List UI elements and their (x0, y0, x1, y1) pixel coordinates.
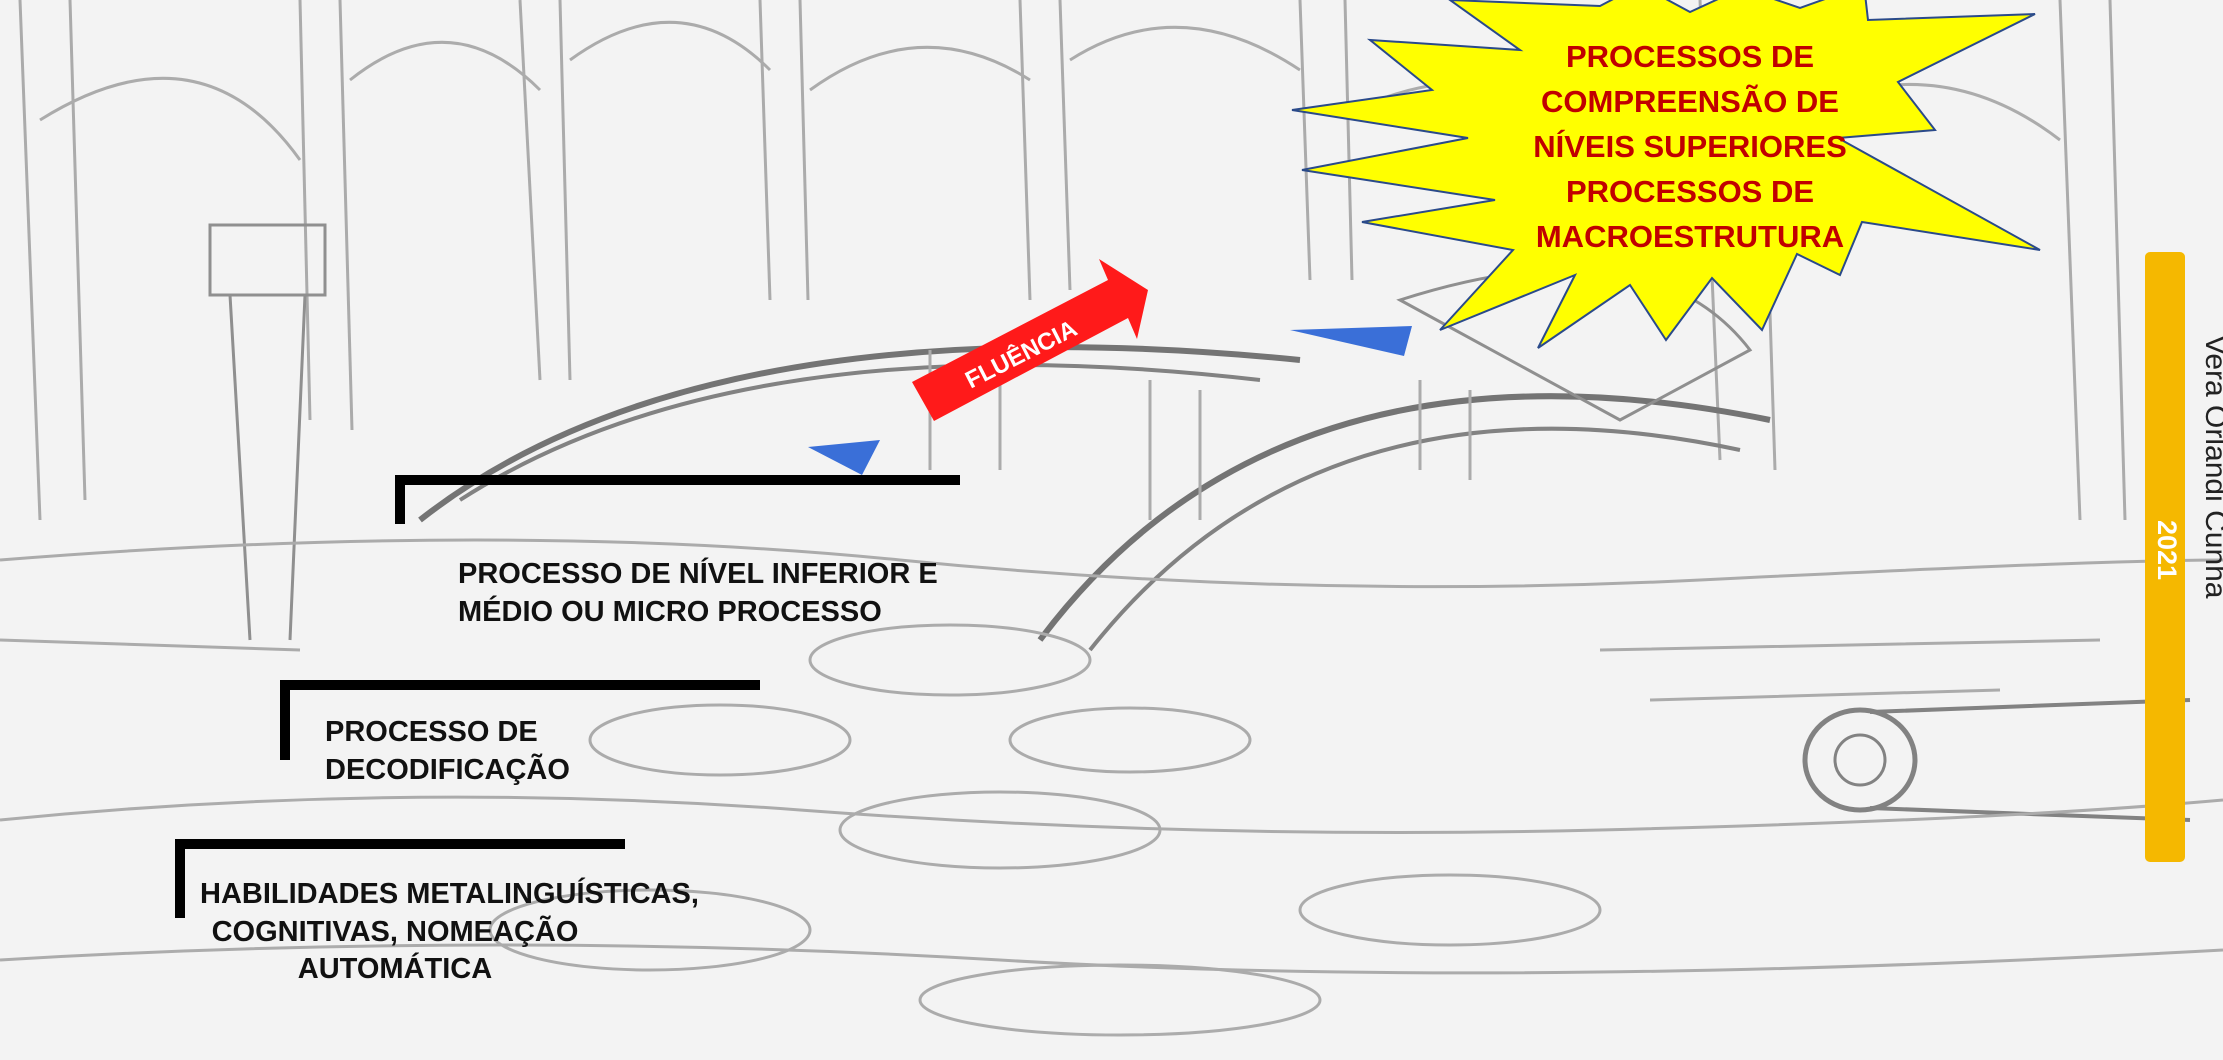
step-2-label: PROCESSO DE DECODIFICAÇÃO (325, 714, 570, 789)
step-3-bracket (395, 475, 960, 524)
step-2-line: PROCESSO DE (325, 716, 538, 748)
step-3-line: PROCESSO DE NÍVEL INFERIOR E (458, 558, 938, 590)
starburst-line: PROCESSOS DE (1565, 39, 1815, 74)
step-3-line: MÉDIO OU MICRO PROCESSO (458, 595, 882, 628)
starburst-shape (1291, 0, 2041, 349)
step-1-label: HABILIDADES METALINGUÍSTICAS, COGNITIVAS… (200, 876, 699, 989)
starburst-line: COMPREENSÃO DE (1541, 84, 1839, 119)
blue-pointer-left (808, 440, 880, 475)
starburst-line: NÍVEIS SUPERIORES (1533, 129, 1847, 164)
step-1-line: HABILIDADES METALINGUÍSTICAS, (200, 878, 699, 910)
sidebar-bar (2145, 252, 2185, 862)
step-1-line: COGNITIVAS, NOMEAÇÃO (211, 915, 579, 948)
step-2-bracket (280, 680, 760, 760)
year-label: 2021 (2152, 520, 2182, 581)
step-1-line: AUTOMÁTICA (297, 953, 493, 986)
step-2-line: DECODIFICAÇÃO (325, 753, 570, 786)
starburst-text: PROCESSOS DE COMPREENSÃO DE NÍVEIS SUPER… (1490, 34, 1890, 259)
author-name: Vera Orlandi Cunha (2199, 335, 2223, 599)
blue-pointer-right (1290, 326, 1412, 356)
step-1-bracket (175, 839, 625, 918)
step-3-label: PROCESSO DE NÍVEL INFERIOR E MÉDIO OU MI… (458, 556, 938, 631)
starburst-line: PROCESSOS DE (1565, 174, 1815, 209)
starburst-line: MACROESTRUTURA (1535, 219, 1845, 254)
